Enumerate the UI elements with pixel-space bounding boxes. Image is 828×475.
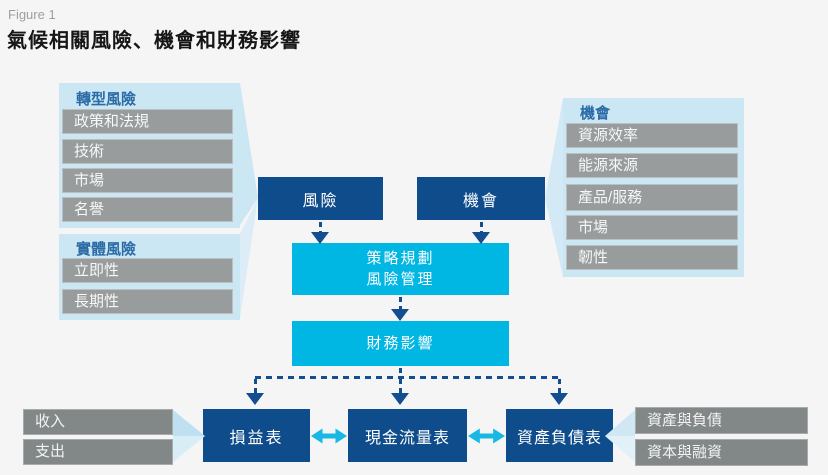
connector-risk-to-strategy [319,222,322,234]
cash-flow-statement-box: 現金流量表 [348,409,467,462]
opportunity-item-energy-source: 能源來源 [566,153,738,178]
opportunity-item-products-services: 產品/服務 [566,184,738,211]
figure-label: Figure 1 [8,7,56,22]
figure-title: 氣候相關風險、機會和財務影響 [7,30,301,52]
transition-item-market: 市場 [62,168,233,193]
physical-item-chronic: 長期性 [62,289,233,314]
connector-horizontal-dashed [255,376,560,379]
connector-to-income-statement [254,379,257,393]
connector-impact-down [399,368,402,377]
arrowhead-to-cash-flow [391,393,409,405]
risk-box: 風險 [258,177,383,220]
opportunity-item-market: 市場 [566,215,738,240]
input-bar-capital-financing: 資本與融資 [635,439,808,466]
double-arrow-income-cashflow-icon [311,428,347,444]
arrowhead-strategy-to-impact [391,309,409,321]
arrowhead-to-income-statement [246,393,264,405]
transition-item-technology: 技術 [62,139,233,164]
physical-item-acute: 立即性 [62,258,233,283]
double-arrow-cashflow-balance-icon [468,428,505,444]
balance-sheet-box: 資產負債表 [506,409,613,462]
input-bar-assets-liabilities: 資產與負債 [635,407,808,434]
strategy-risk-management-box: 策略規劃 風險管理 [292,243,509,295]
opportunity-item-resource-efficiency: 資源效率 [566,123,738,148]
opportunity-box: 機會 [417,177,545,220]
strategy-line: 策略規劃 [366,250,435,267]
opportunity-item-resilience: 韌性 [566,245,738,270]
physical-risk-panel-title: 實體風險 [76,241,137,258]
connector-to-balance-sheet [558,379,561,393]
connector-to-cash-flow [399,379,402,393]
revenue-arrow [173,410,205,436]
arrowhead-risk-to-strategy [311,232,329,244]
income-statement-box: 損益表 [203,409,310,462]
financial-impact-label: 財務影響 [366,335,435,352]
expenditure-arrow [173,436,205,462]
transition-risk-panel-title: 轉型風險 [76,91,137,108]
opportunity-panel-title: 機會 [580,105,611,122]
transition-item-policy-legal: 政策和法規 [62,109,233,134]
financial-impact-box: 財務影響 [292,321,509,366]
transition-item-reputation: 名譽 [62,197,233,222]
input-bar-expenditure: 支出 [23,439,173,465]
risk-management-line: 風險管理 [366,271,435,288]
input-bar-revenue: 收入 [23,409,173,435]
arrowhead-to-balance-sheet [550,393,568,405]
connector-opportunity-to-strategy [480,222,483,234]
opportunity-panel-arrow [545,98,563,277]
connector-strategy-to-impact [399,297,402,309]
arrowhead-opportunity-to-strategy [472,232,490,244]
